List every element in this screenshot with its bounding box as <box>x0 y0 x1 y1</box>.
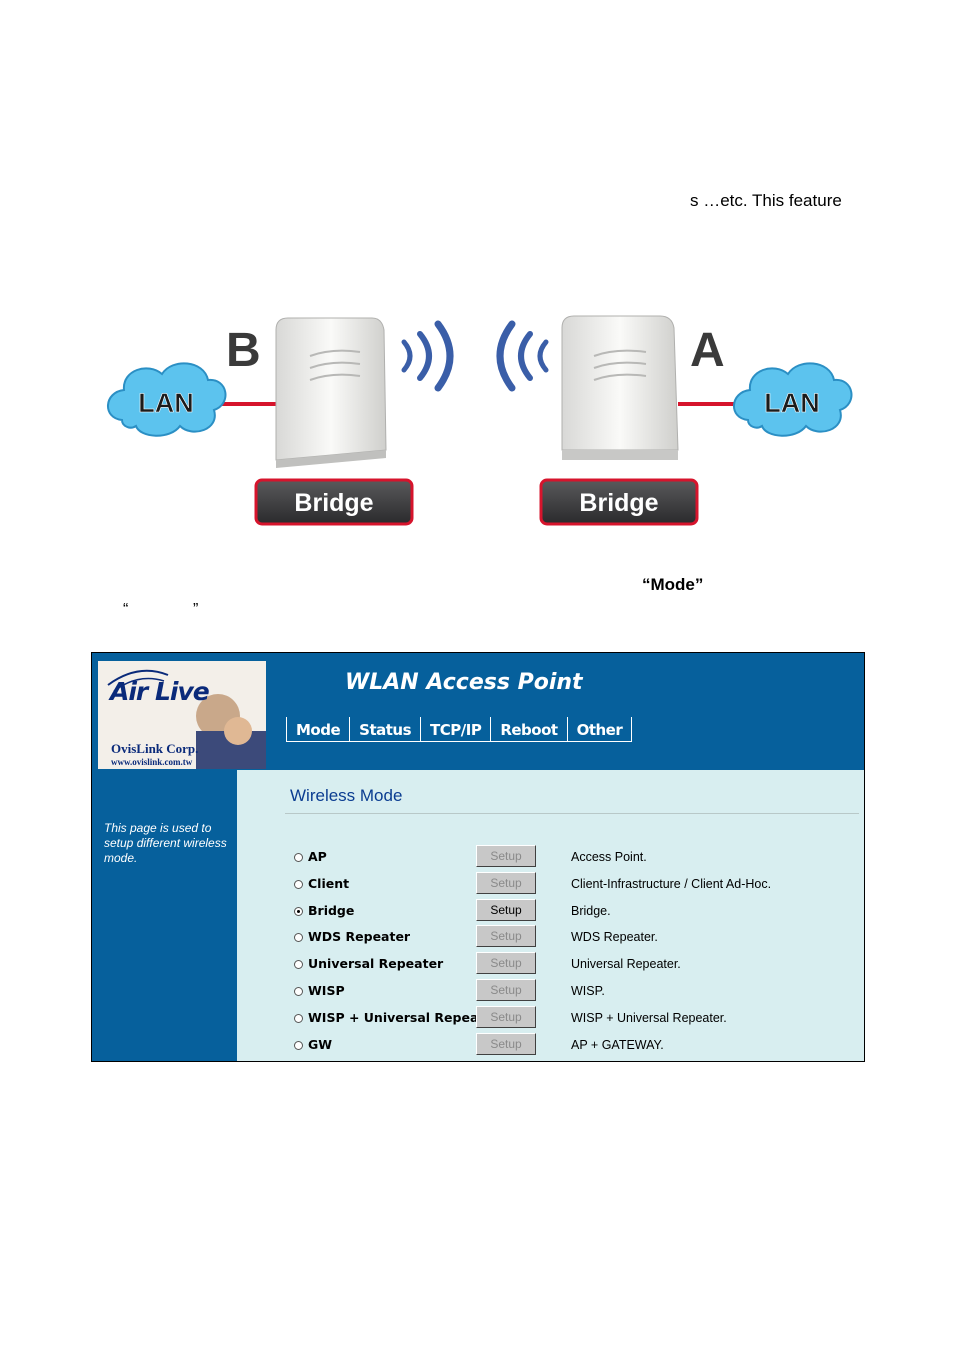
close-quote: ” <box>193 601 199 618</box>
mode-radio[interactable] <box>294 1013 303 1023</box>
wireless-waves-icon <box>401 320 549 392</box>
mode-row: AP Setup Access Point. <box>92 845 864 874</box>
setup-button[interactable]: Setup <box>476 898 536 921</box>
bridge-diagram: LAN LAN B A Bridge Bridge <box>107 315 853 526</box>
section-divider <box>285 813 859 814</box>
mode-label: WDS Repeater <box>308 929 411 945</box>
logo-company: OvisLink Corp. <box>111 741 199 756</box>
mode-row: WISP Setup WISP. <box>92 979 864 1008</box>
mode-label: WISP <box>308 983 345 998</box>
logo-graphic <box>107 669 266 769</box>
mode-quote-text: “Mode” <box>642 575 704 594</box>
letter-a: A <box>690 324 725 377</box>
mode-description: AP + GATEWAY. <box>571 1037 664 1052</box>
mode-description: WDS Repeater. <box>571 930 658 945</box>
open-quote: “ <box>123 601 129 618</box>
setup-button[interactable]: Setup <box>476 845 536 867</box>
doc-text-fragment: s …etc. This feature <box>690 191 842 210</box>
mode-label: AP <box>308 849 327 864</box>
nav-tab-other[interactable]: Other <box>566 717 633 742</box>
mode-label: GW <box>308 1036 333 1052</box>
left-bridge-device <box>275 317 387 468</box>
mode-label: Bridge <box>308 902 355 918</box>
mode-description: WISP + Universal Repeater. <box>571 1010 727 1025</box>
left-cloud-label: LAN <box>138 388 194 418</box>
mode-radio[interactable] <box>294 960 303 970</box>
right-bridge-device <box>561 315 679 460</box>
left-lan-cloud: LAN <box>107 362 227 437</box>
svg-text:Bridge: Bridge <box>294 489 373 517</box>
logo-url: www.ovislink.com.tw <box>111 757 193 767</box>
right-bridge-label: Bridge <box>539 478 699 526</box>
section-title: Wireless Mode <box>290 786 403 805</box>
setup-button[interactable]: Setup <box>476 925 536 948</box>
mode-radio[interactable] <box>294 906 303 916</box>
mode-radio[interactable] <box>294 853 303 862</box>
mode-label: WISP + Universal Repeater <box>308 1009 499 1025</box>
mode-label: Universal Repeater <box>308 956 444 972</box>
nav-tab-tcpip[interactable]: TCP/IP <box>420 717 491 742</box>
mode-description: WISP. <box>571 984 605 998</box>
setup-button[interactable]: Setup <box>476 979 536 1001</box>
mode-row: WDS Repeater Setup WDS Repeater. <box>92 925 864 954</box>
mode-description: Client-Infrastructure / Client Ad-Hoc. <box>571 876 772 891</box>
setup-button[interactable]: Setup <box>476 871 536 894</box>
mode-row: Universal Repeater Setup Universal Repeate… <box>92 952 864 981</box>
left-bridge-label: Bridge <box>254 478 414 526</box>
mode-description: Bridge. <box>571 903 611 918</box>
letter-b: B <box>226 324 261 377</box>
nav-tab-status[interactable]: Status <box>349 717 421 742</box>
ui-sidebar <box>92 770 237 1061</box>
right-cloud-label: LAN <box>764 388 820 418</box>
logo-brand: Air Live <box>110 677 210 706</box>
setup-button[interactable]: Setup <box>476 1032 536 1055</box>
mode-description: Universal Repeater. <box>571 957 681 972</box>
setup-button[interactable]: Setup <box>476 952 536 975</box>
mode-row: GW Setup AP + GATEWAY. <box>92 1032 864 1062</box>
mode-radio[interactable] <box>294 933 303 943</box>
wlan-ui-window: Air Live OvisLink Corp. www.ovislink.com… <box>91 652 865 1062</box>
sidebar-help-text: This page is used to setup different wir… <box>104 821 227 865</box>
ui-content <box>237 770 864 1061</box>
mode-radio[interactable] <box>294 879 303 889</box>
top-nav: Mode Status TCP/IP Reboot Other <box>286 717 633 742</box>
mode-row: Bridge Setup Bridge. <box>92 898 864 928</box>
ui-header: Air Live OvisLink Corp. www.ovislink.com… <box>92 653 864 770</box>
mode-label: Client <box>308 875 350 891</box>
nav-tab-reboot[interactable]: Reboot <box>490 717 567 742</box>
mode-row: Client Setup Client-Infrastructure / Clien… <box>92 871 864 901</box>
svg-text:Bridge: Bridge <box>579 489 658 517</box>
setup-button[interactable]: Setup <box>476 1005 536 1028</box>
app-title: WLAN Access Point <box>345 670 583 695</box>
right-lan-cloud: LAN <box>733 362 853 437</box>
airlive-logo: Air Live OvisLink Corp. www.ovislink.com… <box>98 661 266 769</box>
nav-tab-mode[interactable]: Mode <box>286 717 350 742</box>
mode-radio[interactable] <box>294 1040 303 1050</box>
mode-description: Access Point. <box>571 850 647 864</box>
mode-radio[interactable] <box>294 987 303 996</box>
